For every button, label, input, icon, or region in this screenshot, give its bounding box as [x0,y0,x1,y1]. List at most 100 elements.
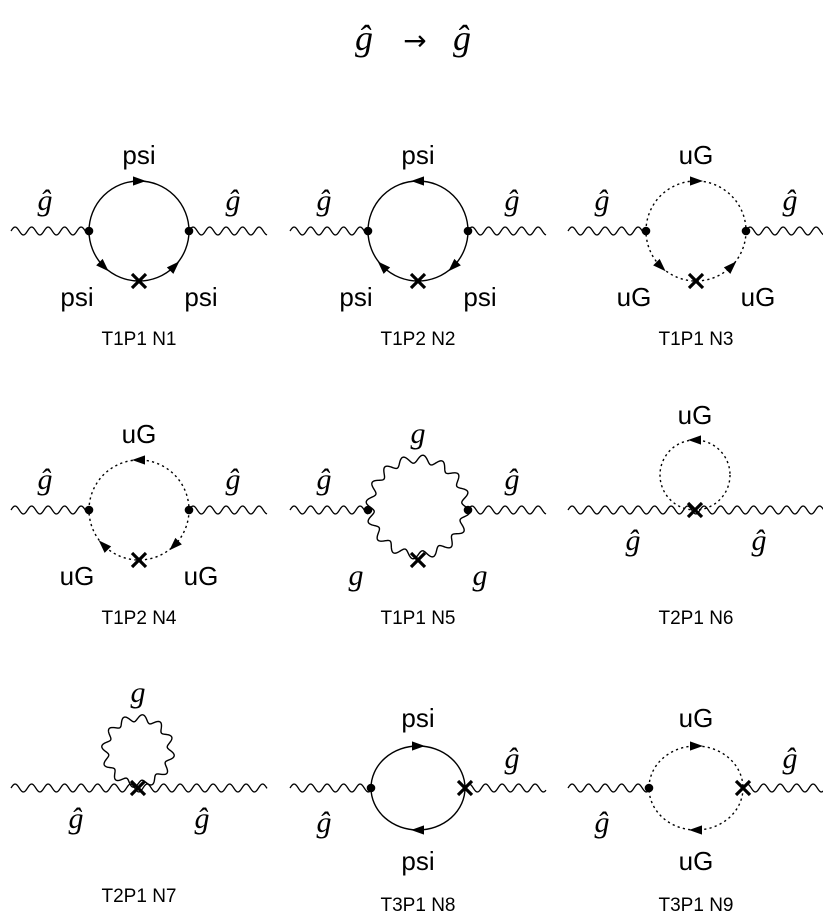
propagator-label-bottom-left: g [349,559,364,592]
insertion-cross-icon [409,551,427,569]
propagator-label-bottom-right: psi [463,282,496,312]
top-arrow-icon [412,741,425,751]
external-gluon-left [567,783,650,793]
external-label-right: ĝ [226,463,241,496]
external-label-left: ĝ [317,463,332,496]
propagator-label-top: uG [678,400,713,430]
external-label-left: ĝ [69,802,84,835]
propagator-label-top: uG [679,703,714,733]
propagator-label-top: psi [401,703,434,733]
external-label-right: ĝ [505,184,520,217]
bottom-right-arrow-icon [166,261,180,274]
propagator-label-top: uG [679,140,714,170]
external-gluon-line [10,783,268,793]
diagram-caption: T2P1 N6 [659,608,734,629]
vertex-dot [463,505,473,515]
top-arrow-icon [690,176,703,186]
external-gluon-left [10,505,90,515]
propagator-label-bottom-right: psi [184,282,217,312]
vertex-dot [366,783,376,793]
vertex-dot [741,226,751,236]
vertex-dot [84,226,94,236]
external-gluon-right [467,226,547,236]
external-gluon-left [10,226,90,236]
propagator-label-top: psi [401,140,434,170]
vertex-dot [184,505,194,515]
propagator-label-bottom-right: g [473,559,488,592]
top-arrow-icon [132,455,145,465]
propagator-label-top: g [131,676,146,709]
gluon-loop [365,454,471,560]
title-incoming: ĝ [355,18,373,58]
top-arrow-icon [133,176,146,186]
vertex-dot [641,226,651,236]
title-arrow: → [403,24,426,57]
external-label-right: ĝ [195,802,210,835]
diagram-caption: T2P1 N7 [102,886,177,907]
external-label-right: ĝ [783,184,798,217]
insertion-cross-icon [687,272,705,290]
top-arrow-icon [690,741,703,751]
external-gluon-right [188,505,268,515]
external-label-left: ĝ [317,806,332,839]
external-label-right: ĝ [752,524,767,557]
insertion-cross-icon [409,272,427,290]
propagator-label-top: psi [122,140,155,170]
bottom-left-arrow-icon [96,258,109,272]
diagram-caption: T1P1 N3 [659,329,734,350]
external-label-left: ĝ [595,184,610,217]
diagram-caption: T1P2 N2 [381,329,456,350]
vertex-dot [644,783,654,793]
title-outgoing: ĝ [453,18,471,58]
external-gluon-left [289,505,369,515]
diagram-caption: T1P1 N5 [381,608,456,629]
bottom-left-arrow-icon [98,540,112,553]
diagram-caption: T3P1 N9 [659,895,734,915]
external-gluon-right [467,505,547,515]
insertion-cross-icon [456,779,474,797]
diagram-caption: T1P1 N1 [102,329,177,350]
vertex-dot [463,226,473,236]
external-label-left: ĝ [317,184,332,217]
propagator-label-bottom-left: uG [60,561,95,591]
insertion-cross-icon [734,779,752,797]
external-gluon-left [289,226,369,236]
external-label-right: ĝ [505,463,520,496]
insertion-cross-icon [130,551,148,569]
external-label-left: ĝ [38,184,53,217]
propagator-label-top: uG [122,419,157,449]
bottom-right-arrow-icon [723,261,737,274]
propagator-label-bottom-left: psi [60,282,93,312]
insertion-cross-icon [686,501,704,519]
ghost-loop [648,745,744,831]
bottom-arrow-icon [411,825,424,835]
external-gluon-left [289,783,372,793]
propagator-label-bottom-left: psi [339,282,372,312]
external-gluon-line [567,505,823,515]
propagator-label-bottom: uG [679,846,714,876]
page-title: ĝ → ĝ [355,18,471,58]
vertex-dot [84,505,94,515]
external-label-right: ĝ [505,742,520,775]
propagator-label-bottom-right: uG [184,561,219,591]
external-label-right: ĝ [226,184,241,217]
propagator-label-bottom-right: uG [741,282,776,312]
external-label-right: ĝ [783,742,798,775]
bottom-left-arrow-icon [377,261,391,274]
external-gluon-right [745,226,823,236]
external-label-left: ĝ [595,806,610,839]
bottom-right-arrow-icon [169,537,182,551]
external-gluon-right [464,783,547,793]
insertion-cross-icon [129,779,147,797]
vertex-dot [363,226,373,236]
external-gluon-right [742,783,823,793]
top-arrow-icon [688,435,701,445]
